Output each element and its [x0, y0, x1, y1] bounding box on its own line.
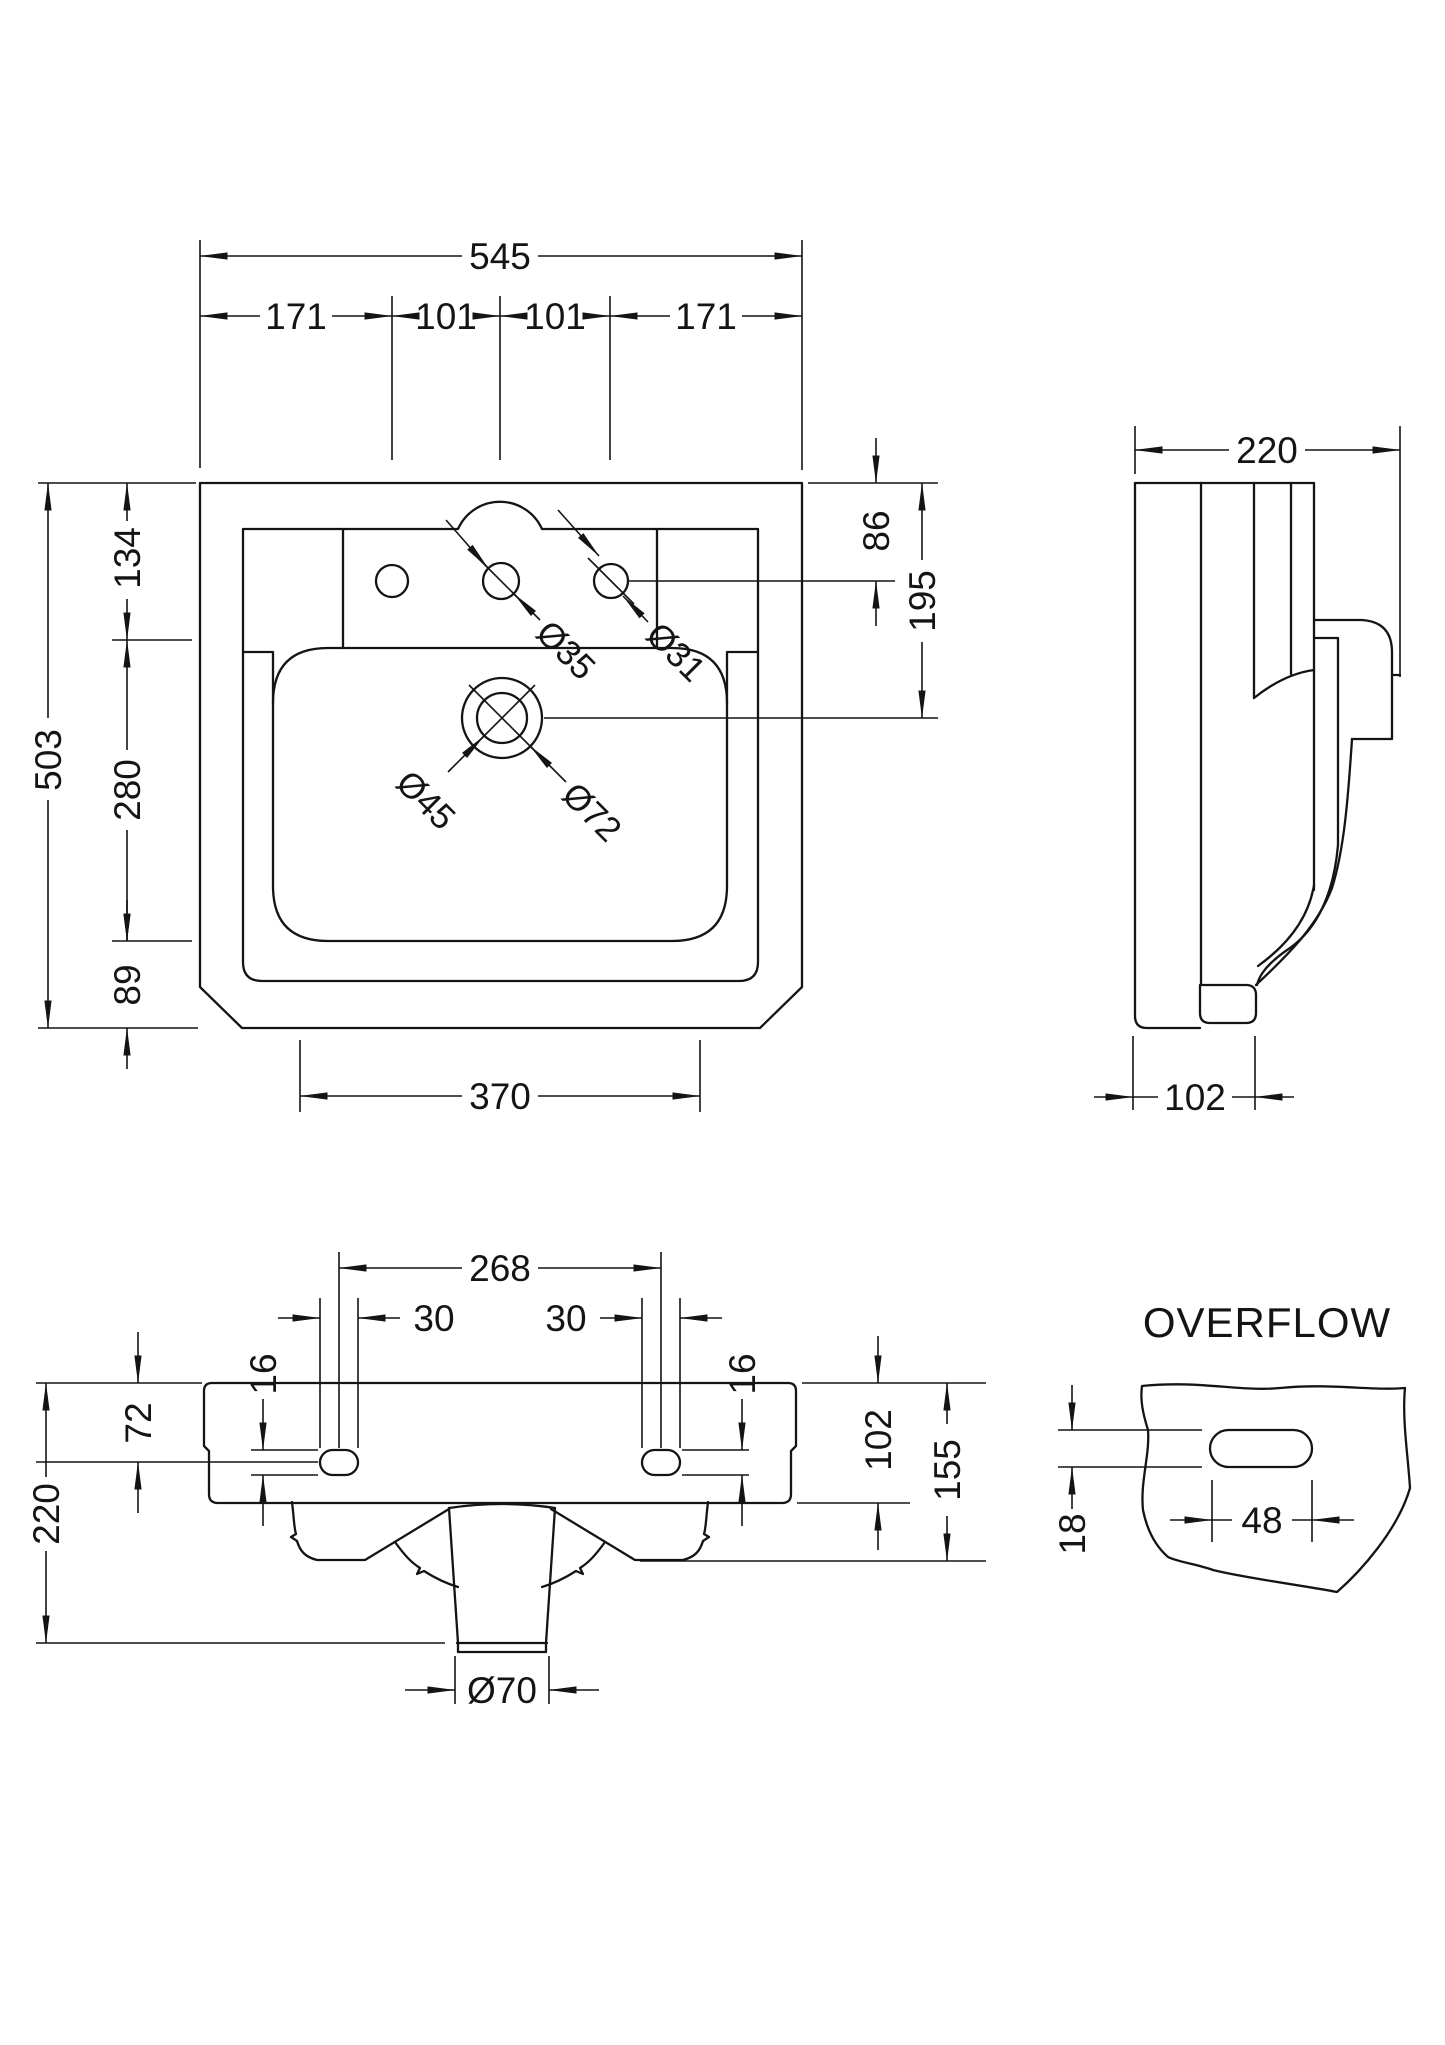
plan-step-left [241, 650, 275, 705]
dim-side-base-depth: 102 [1164, 1077, 1226, 1118]
dim-plan-depth-total: 503 [28, 729, 69, 791]
dim-rear-body-height: 102 [858, 1409, 899, 1471]
leader-hole-mid-lower [513, 593, 541, 621]
side-dimensions: 220 102 [1094, 426, 1401, 1118]
rear-view [202, 1381, 798, 1654]
dim-plan-bowl-width: 370 [469, 1076, 531, 1117]
dim-waste-inner-dia: Ø45 [388, 763, 462, 837]
plan-view [198, 481, 804, 1030]
dim-rear-slot-height-left: 16 [243, 1353, 284, 1394]
overflow-width-extensions [1211, 1480, 1313, 1542]
dim-overflow-slot-height: 18 [1052, 1513, 1093, 1554]
plan-left-extensions [38, 482, 198, 1029]
dim-plan-top-to-tap: 86 [856, 510, 897, 551]
overflow-detail: OVERFLOW 18 48 [1052, 1299, 1412, 1594]
rear-bowl-bottom-arc [447, 1502, 557, 1510]
overflow-slot [1208, 1428, 1314, 1469]
dim-tap-hole-right-dia: Ø31 [638, 615, 712, 689]
dim-tap-hole-mid-dia: Ø35 [528, 613, 602, 687]
side-bowl-front-sweep [1254, 737, 1354, 987]
rear-waste-pipe [447, 1506, 557, 1654]
plan-outer-rim [198, 481, 804, 1030]
dim-plan-bowl-to-front: 89 [107, 964, 148, 1005]
side-rim-inner [1312, 636, 1340, 847]
side-back-edge [1133, 481, 1202, 1030]
dim-rear-top-to-slot: 72 [118, 1402, 159, 1443]
leader-hole-right-lower [622, 595, 649, 623]
dim-side-depth: 220 [1236, 430, 1298, 471]
overflow-break-outline [1140, 1383, 1412, 1594]
waste-inner-circle [475, 691, 529, 745]
leader-waste-outer [529, 745, 567, 783]
rear-slot-extensions [251, 1449, 749, 1476]
dim-rear-fixing-centres: 268 [469, 1248, 531, 1289]
rear-left-extensions [36, 1382, 318, 1463]
rear-underbowl-curve-right [540, 1540, 607, 1589]
dim-rear-waste-dia: Ø70 [467, 1670, 537, 1711]
dim-plan-top-to-bowl: 134 [107, 527, 148, 589]
plan-inner-rim [241, 500, 760, 983]
dim-plan-tap-pitch-left: 101 [415, 296, 477, 337]
dim-plan-top-to-waste: 195 [902, 570, 943, 632]
tap-hole-middle [481, 561, 521, 601]
rear-body [202, 1381, 798, 1505]
leader-hole-right-upper [557, 509, 600, 557]
dim-rear-slot-height-right: 16 [722, 1353, 763, 1394]
side-foot [1198, 983, 1258, 1025]
rear-right-extensions [640, 1382, 986, 1562]
plan-step-right [725, 650, 760, 705]
rear-dimensions: 268 30 30 16 16 72 220 102 155 Ø [26, 1248, 986, 1711]
fixing-slot-left [318, 1448, 360, 1477]
rear-top-extensions [319, 1252, 681, 1448]
leader-waste-inner [447, 735, 485, 773]
plan-bottom-extensions [299, 1040, 701, 1112]
leader-hole-mid-upper [445, 519, 489, 569]
rear-underbowl-curve-left [393, 1540, 460, 1589]
overflow-title: OVERFLOW [1143, 1299, 1391, 1346]
rear-waste-extensions [454, 1656, 550, 1704]
side-rim-outline [1312, 618, 1394, 741]
dim-rear-slot-width-right: 30 [545, 1298, 586, 1339]
plan-top-extensions [199, 240, 803, 470]
waste-outer-circle [460, 676, 544, 760]
side-bowl-inner-sweep [1255, 843, 1340, 987]
rear-skirt-left [289, 1500, 451, 1562]
dim-rear-slot-width-left: 30 [413, 1298, 454, 1339]
plan-bowl [271, 646, 729, 943]
side-bowl-back-curve [1252, 668, 1316, 700]
dim-plan-left-to-tap: 171 [265, 296, 327, 337]
tap-hole-left [374, 563, 410, 599]
dim-plan-tap-pitch-right: 101 [524, 296, 586, 337]
dim-rear-height: 220 [26, 1483, 67, 1545]
side-view [1133, 481, 1402, 1030]
dim-waste-outer-dia: Ø72 [554, 775, 628, 849]
overflow-slot-extensions [1058, 1429, 1202, 1468]
dim-plan-width: 545 [469, 236, 531, 277]
dim-overflow-slot-width: 48 [1241, 1500, 1282, 1541]
dim-plan-tap-to-right: 171 [675, 296, 737, 337]
plan-dimensions: 545 171 101 101 171 503 134 280 89 86 [28, 236, 943, 1117]
dim-plan-bowl-depth: 280 [107, 759, 148, 821]
fixing-slot-right [640, 1448, 682, 1477]
rear-skirt-right [549, 1500, 711, 1562]
dim-rear-skirt-height: 155 [927, 1439, 968, 1501]
side-bowl-back-sweep [1256, 883, 1316, 968]
